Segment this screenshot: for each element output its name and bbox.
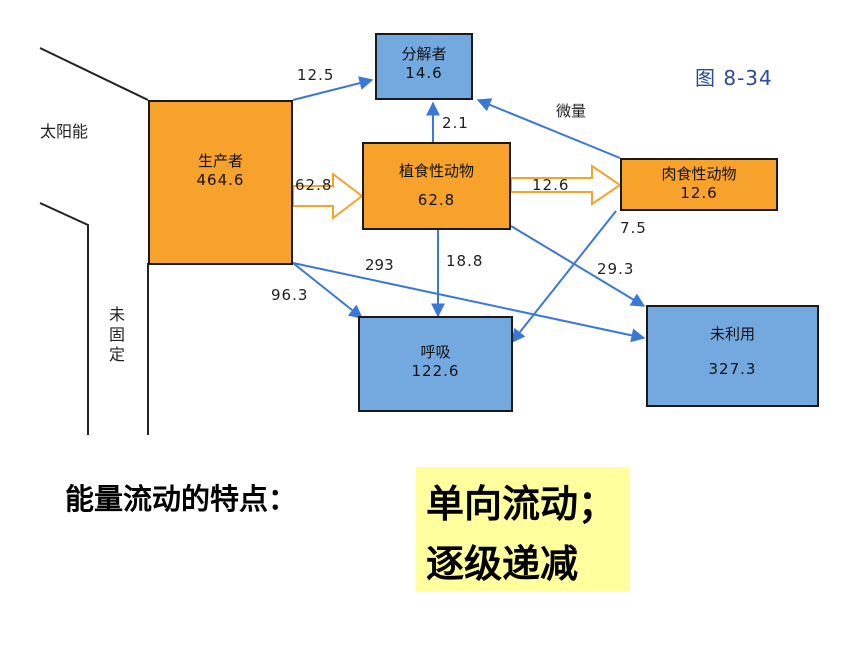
decomposer-name: 分解者 [401,45,447,63]
flow-label-producer-unused: 293 [365,256,394,274]
herbivore-name: 植食性动物 [398,162,474,180]
flow-label-herbivore-decomposer: 2.1 [442,114,469,132]
unused-box: 未利用 327.3 [646,305,819,407]
unused-value: 327.3 [708,360,757,378]
figure-label: 图 8-34 [695,66,773,90]
arrow-carnivore-respiration [511,210,617,344]
flow-label-herbivore-unused: 29.3 [597,260,635,278]
solar-energy-label: 太阳能 [40,122,89,141]
arrow-herbivore-unused [510,225,646,307]
herbivore-value: 62.8 [417,191,456,209]
summary-title: 能量流动的特点： [65,482,298,516]
arrow-producer-decomposer [292,76,374,101]
unused-name: 未利用 [709,325,755,343]
producer-box: 生产者 464.6 [148,100,293,265]
unfixed-energy-label: 未固定 [109,305,126,364]
herbivore-box: 植食性动物 62.8 [362,142,511,230]
decomposer-value: 14.6 [405,64,443,82]
summary-line-2: 逐级递减 [426,542,579,586]
flow-label-carnivore-decomposer: 微量 [556,102,587,120]
summary-highlight [416,467,630,591]
boundary-line-top [39,47,149,101]
flow-label-carnivore-respiration: 7.5 [620,219,647,237]
hollow-arrow-producer-herbivore [292,171,364,221]
flow-label-herbivore-carnivore: 12.6 [532,176,570,194]
flow-label-producer-respiration: 96.3 [271,286,309,304]
producer-value: 464.6 [196,171,245,189]
decomposer-box: 分解者 14.6 [375,33,473,100]
flow-label-producer-decomposer: 12.5 [297,66,335,84]
hollow-arrow-herbivore-carnivore [510,164,622,206]
arrow-producer-respiration [292,262,364,319]
flow-label-producer-herbivore: 62.8 [295,176,333,194]
arrow-producer-unused [292,262,646,343]
producer-name: 生产者 [197,152,243,170]
boundary-line-middle [39,202,89,435]
arrow-carnivore-decomposer [476,98,621,159]
carnivore-box: 肉食性动物 12.6 [620,158,778,211]
respiration-box: 呼吸 122.6 [358,316,513,412]
carnivore-value: 12.6 [680,184,718,202]
flow-label-herbivore-respiration: 18.8 [446,252,484,270]
carnivore-name: 肉食性动物 [661,165,737,183]
respiration-value: 122.6 [411,362,460,380]
summary-line-1: 单向流动； [426,482,617,526]
respiration-name: 呼吸 [420,343,451,361]
